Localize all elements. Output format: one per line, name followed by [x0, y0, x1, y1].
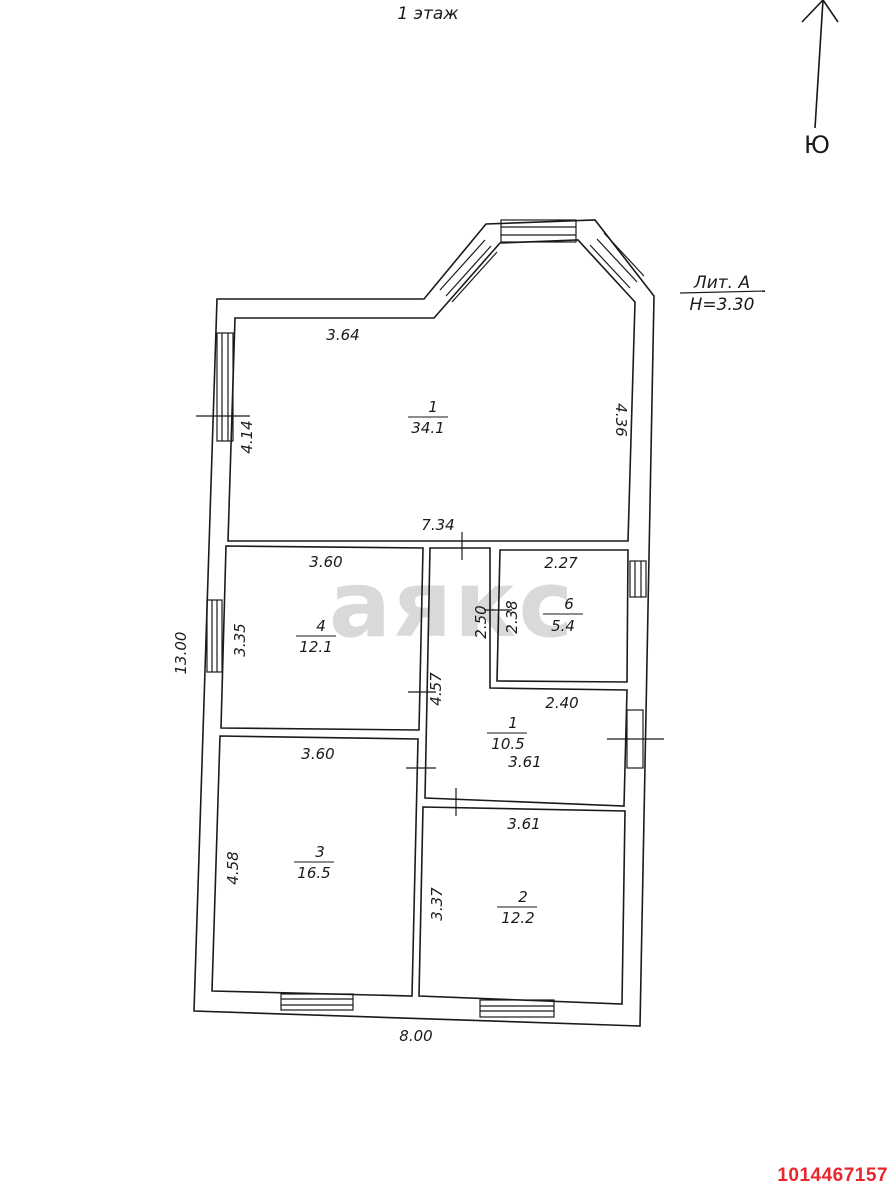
dim-240: 2.40: [545, 694, 578, 712]
room-number: 3: [315, 843, 325, 861]
window-left-diagonal: [439, 239, 498, 303]
dim-overall-width: 8.00: [399, 1027, 432, 1045]
dim-238: 2.38: [503, 600, 521, 633]
room-number: 1: [508, 714, 518, 732]
room-number: 2: [518, 888, 528, 906]
room-area: 34.1: [411, 419, 444, 437]
room-label-5: 1 34.1: [408, 398, 448, 437]
window-top: [500, 219, 577, 243]
room-number: 1: [428, 398, 438, 416]
building-height: Н=3.30: [690, 295, 755, 315]
north-label: Ю: [804, 131, 830, 159]
dim-361-lower: 3.61: [507, 815, 540, 833]
window-left-room4: [206, 599, 223, 673]
room-label-6: 6 5.4: [543, 595, 583, 635]
building-letter: Лит. А: [693, 273, 750, 293]
room-area: 12.1: [299, 638, 332, 656]
room-area: 10.5: [491, 735, 524, 753]
window-right-room1: [607, 709, 664, 769]
north-arrow-icon: [801, 0, 839, 129]
dim-458: 4.58: [224, 851, 242, 884]
dim-734: 7.34: [421, 516, 454, 534]
room-number: 4: [316, 617, 326, 635]
window-right-room6: [629, 560, 647, 598]
room-label-2: 2 12.2: [497, 888, 537, 927]
window-right-diagonal: [589, 232, 645, 289]
dim-227: 2.27: [544, 554, 578, 572]
watermark: аякс: [329, 551, 575, 658]
dim-337: 3.37: [428, 887, 446, 921]
dim-457: 4.57: [427, 672, 445, 706]
floor-title: 1 этаж: [397, 4, 459, 24]
listing-id: 1014467157: [777, 1165, 888, 1186]
dimension-labels: 3.64 4.14 4.36 7.34 3.60 3.35 2.27 2.50 …: [172, 326, 630, 1045]
dim-364: 3.64: [326, 326, 359, 344]
windows: [196, 219, 664, 1018]
room-label-3: 3 16.5: [294, 843, 334, 882]
door-marks: [406, 532, 512, 816]
window-left-room5: [196, 332, 250, 442]
room-walls: [211, 545, 629, 1005]
dim-overall-length: 13.00: [172, 632, 190, 675]
dim-361-upper: 3.61: [508, 753, 541, 771]
room-label-1: 1 10.5: [487, 714, 527, 753]
room-number: 6: [564, 595, 574, 613]
dim-436: 4.36: [612, 403, 630, 436]
window-bottom-room3: [280, 993, 354, 1011]
dim-360-upper: 3.60: [309, 553, 342, 571]
dim-414: 4.14: [238, 420, 256, 453]
room-area: 12.2: [501, 909, 534, 927]
room-area: 5.4: [551, 617, 575, 635]
room-area: 16.5: [297, 864, 330, 882]
room-label-4: 4 12.1: [296, 617, 336, 656]
dim-250: 2.50: [472, 605, 490, 638]
window-bottom-room2: [479, 999, 555, 1018]
outer-walls: [193, 219, 655, 1027]
dim-335: 3.35: [231, 623, 249, 656]
dim-360-lower: 3.60: [301, 745, 334, 763]
